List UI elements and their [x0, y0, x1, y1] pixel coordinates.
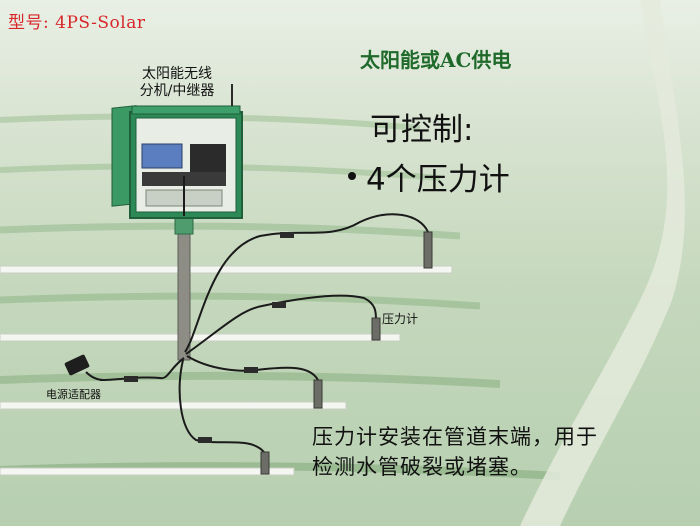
note-line: 压力计安装在管道末端，用于 [312, 425, 598, 449]
pipes [0, 265, 453, 476]
sensor-count: 4个压力计 [366, 162, 510, 198]
model-label: 型号: 4PS-Solar [8, 13, 146, 33]
unit-label-line: 太阳能无线 [142, 66, 212, 82]
control-title: 可控制: [370, 112, 474, 148]
connectors [124, 232, 294, 443]
mast-collar [174, 217, 194, 235]
mast [177, 231, 191, 361]
bullet [348, 172, 356, 180]
note-line: 检测水管破裂或堵塞。 [312, 455, 532, 479]
pressure-gauge-label: 压力计 [382, 312, 419, 326]
power-source-label: 太阳能或AC供电 [360, 48, 512, 72]
pressure-gauges [260, 231, 433, 475]
unit-label-line: 分机/中继器 [139, 83, 215, 99]
power-adapter-icon [64, 354, 105, 381]
enclosure [111, 84, 243, 219]
unit-label: 太阳能无线 分机/中继器 [108, 66, 246, 100]
adapter-label: 电源适配器 [46, 388, 101, 401]
note: 压力计安装在管道末端，用于 检测水管破裂或堵塞。 [312, 422, 696, 482]
road [520, 0, 685, 526]
